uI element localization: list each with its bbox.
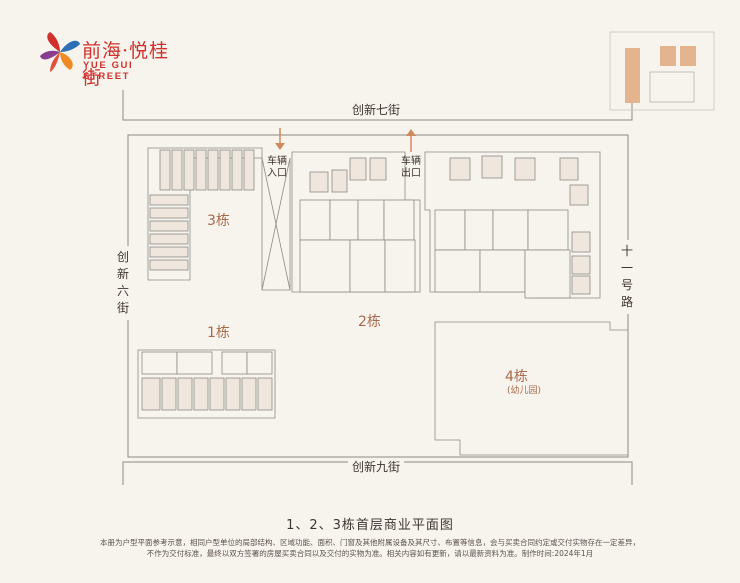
building-3-label: 3栋 [207,213,230,229]
building-2-west-plan [291,151,421,293]
disclaimer-line-2: 不作为交付标准，最终以双方签署的房屋买卖合同以及交付的实物为准。相关内容如有更新… [146,549,594,558]
ramp-lines [261,157,291,291]
building-2-label: 2栋 [358,314,381,330]
key-plan-thumbnail [609,31,715,111]
floor-plan [122,31,715,485]
building-2-east-plan [424,151,601,299]
plan-caption: 1、2、3栋首层商业平面图 [286,518,454,533]
disclaimer-line-1: 本册为户型平面参考示意，相同户型单位的局部结构、区域功能、面积、门窗及其他附属设… [100,538,640,547]
brand-name-cn: 前海·悦桂街 [82,40,170,89]
vehicle-exit-arrow [406,129,416,152]
building-1-plan [137,349,276,419]
vehicle-entrance-arrow [275,128,285,150]
brand-logo: 前海·悦桂街 YUE GUI STREET [38,30,178,89]
building-4-outline [434,321,629,456]
building-1-label: 1栋 [207,325,230,341]
road-south-label: 创新九街 [348,458,405,475]
brand-name-en: YUE GUI STREET [83,60,134,82]
building-3-plan [147,147,263,281]
vehicle-entrance-label: 车辆入口 [267,156,287,179]
flower-logo-icon [40,32,80,72]
building-4-label: 4栋 [505,369,528,385]
road-east-label: 十一号路 [620,240,634,314]
building-4-note: (幼儿园) [507,386,542,396]
vehicle-exit-label: 车辆出口 [401,156,421,179]
road-north-label: 创新七街 [348,101,405,118]
road-west-label: 创新六街 [116,246,130,320]
north-road-line [122,90,633,121]
